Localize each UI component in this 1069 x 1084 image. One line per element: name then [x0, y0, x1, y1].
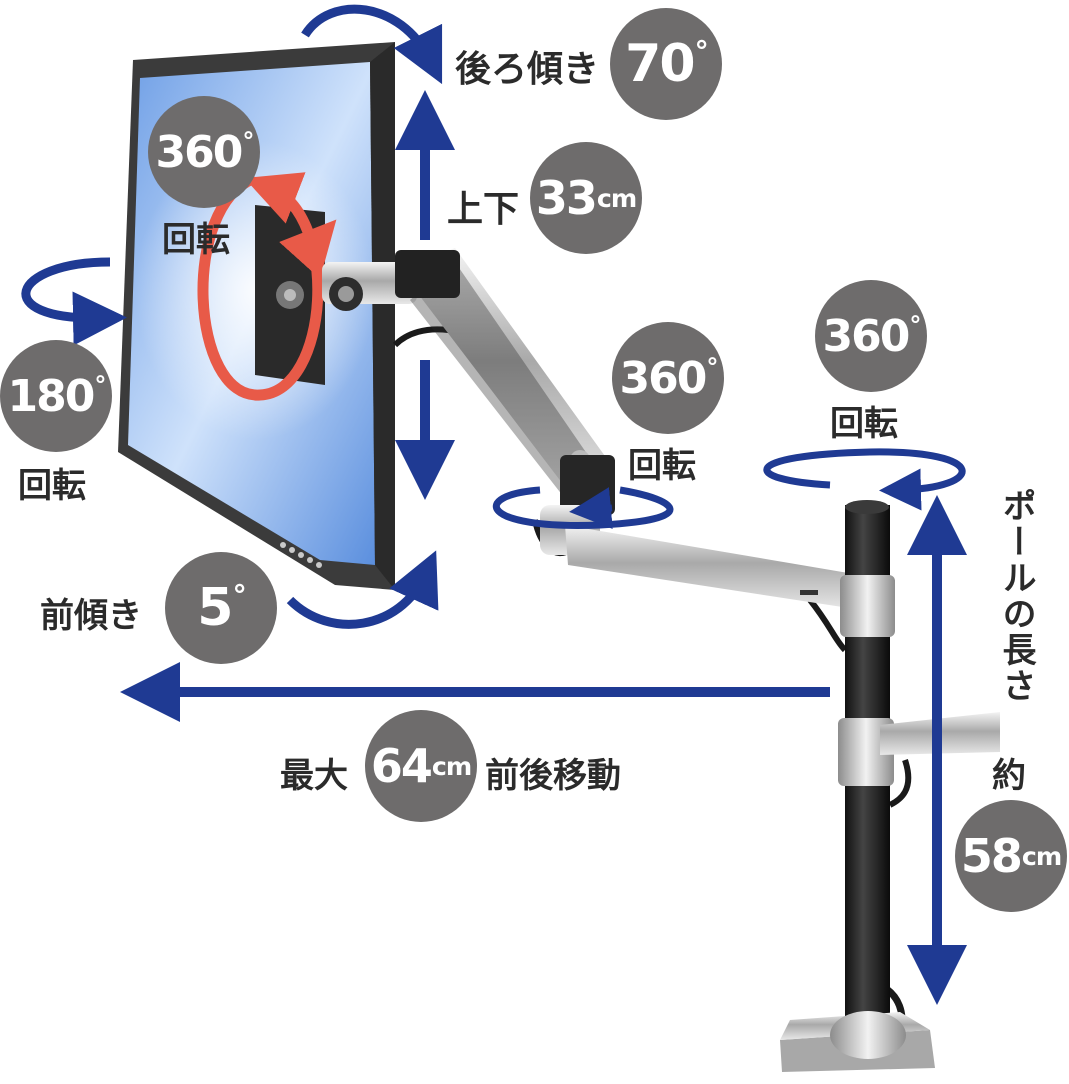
swivel-label: 回転: [18, 466, 86, 506]
tilt-forward-arrow: [286, 550, 439, 629]
pole-length-about: 約: [992, 756, 1026, 796]
pole-rotate-badge: 360°: [815, 280, 927, 392]
reach-suffix: 前後移動: [485, 756, 621, 796]
reach-unit: cm: [431, 751, 472, 781]
pole: [780, 500, 1000, 1072]
tilt-back-arrow: [301, 4, 443, 85]
reach-prefix: 最大: [280, 756, 348, 796]
tilt-forward-value: 5: [197, 578, 233, 638]
tilt-back-label: 後ろ傾き: [455, 49, 600, 90]
tilt-back-value: 70: [625, 34, 695, 94]
pole-length-label: ポールの長さ: [996, 488, 1036, 704]
arm-rotate-value: 360: [619, 352, 708, 404]
arm-rotate-label: 回転: [628, 446, 696, 486]
tilt-forward-label: 前傾き: [40, 596, 142, 636]
swivel-unit: °: [94, 371, 106, 400]
screen-rotate-badge: 360°: [148, 96, 260, 208]
screen-rotate-unit: °: [242, 127, 254, 156]
swivel-value: 180: [7, 370, 96, 422]
screen-rotate-label: 回転: [162, 220, 230, 260]
height-label: 上下: [447, 189, 520, 230]
tilt-forward-unit: °: [232, 578, 246, 613]
swivel-badge: 180°: [0, 340, 112, 452]
arm-rotation-ellipse: [493, 486, 674, 530]
tilt-back-badge: 70°: [610, 8, 722, 120]
swivel-arrow: [21, 257, 127, 346]
pole-rotate-unit: °: [909, 311, 921, 340]
pole-rotate-label: 回転: [830, 404, 898, 444]
height-unit: cm: [596, 183, 637, 213]
screen-rotate-value: 360: [155, 126, 244, 178]
reach-value: 64: [370, 739, 433, 793]
pole-length-unit: cm: [1021, 841, 1062, 871]
tilt-forward-badge: 5°: [165, 552, 277, 664]
height-value: 33: [535, 171, 598, 225]
pole-length-value: 58: [960, 829, 1023, 883]
arm-rotate-unit: °: [706, 353, 718, 382]
tilt-back-unit: °: [694, 34, 709, 69]
screen-rotation-arrow: [197, 172, 337, 401]
pole-rotation-ellipse: [763, 448, 966, 511]
arm-rotate-badge: 360°: [612, 322, 724, 434]
pole-rotate-value: 360: [822, 310, 911, 362]
